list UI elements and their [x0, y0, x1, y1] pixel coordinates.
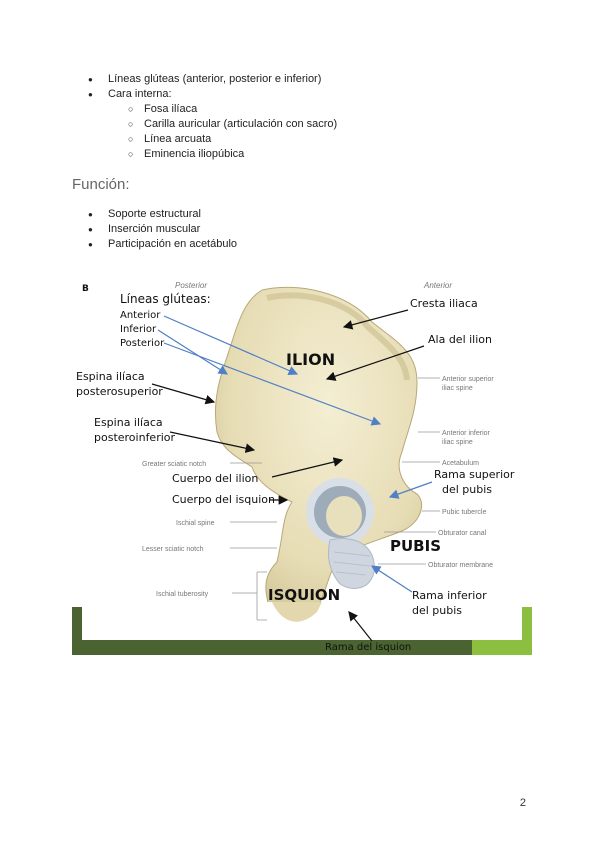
label-anterior: Anterior — [120, 310, 161, 321]
label-rama-inferior-pubis-1: Rama inferior — [412, 589, 487, 602]
label-cuerpo-ilion: Cuerpo del ilion — [172, 472, 258, 485]
acetabular-fossa — [326, 496, 362, 536]
sub-list-item: Línea arcuata — [128, 132, 337, 147]
section-heading: Función: — [72, 176, 130, 193]
sub-list-item: Eminencia iliopúbica — [128, 147, 337, 162]
label-pubic-tubercle: Pubic tubercle — [442, 509, 486, 516]
function-list: Soporte estructural Inserción muscular P… — [88, 207, 237, 252]
label-ischial-spine: Ischial spine — [176, 520, 215, 527]
grey-labels-left: Greater sciatic notch Ischial spine Less… — [142, 461, 277, 621]
label-aiis-2: iliac spine — [442, 439, 473, 446]
label-acetabulum: Acetabulum — [442, 460, 479, 467]
label-rama-superior-pubis-1: Rama superior — [434, 468, 515, 481]
hip-bone-figure: B Posterior Anterior Líneas glúteas: Ant… — [72, 272, 532, 657]
sub-list-item: Fosa ilíaca — [128, 102, 337, 117]
page-number: 2 — [519, 797, 526, 809]
label-cuerpo-isquion: Cuerpo del isquion — [172, 493, 275, 506]
label-rama-isquion: Rama del isquion — [325, 642, 411, 653]
label-ilion: ILION — [286, 350, 335, 369]
label-aiis-1: Anterior inferior — [442, 430, 491, 437]
sub-list-item: Carilla auricular (articulación con sacr… — [128, 117, 337, 132]
panel-letter: B — [82, 284, 89, 294]
label-posterior: Posterior — [120, 338, 165, 349]
label-obturator-canal: Obturator canal — [438, 530, 487, 537]
label-greater-sciatic: Greater sciatic notch — [142, 461, 206, 468]
list-item: Líneas glúteas (anterior, posterior e in… — [88, 72, 337, 87]
label-rama-inferior-pubis-2: del pubis — [412, 604, 462, 617]
list-item: Participación en acetábulo — [88, 237, 237, 252]
label-lesser-sciatic: Lesser sciatic notch — [142, 546, 204, 553]
label-obturator-membrane: Obturator membrane — [428, 562, 493, 569]
label-cresta-iliaca: Cresta iliaca — [410, 297, 478, 310]
list-item-text: Líneas glúteas (anterior, posterior e in… — [108, 73, 322, 85]
list-item: Inserción muscular — [88, 222, 237, 237]
hip-bone-shape — [214, 286, 422, 625]
label-lineas-gluteas: Líneas glúteas: — [120, 292, 211, 306]
grey-labels-right: Anterior superior iliac spine Anterior i… — [378, 376, 494, 569]
list-item-text: Cara interna: — [108, 88, 172, 100]
label-espina-posteroinferior-1: Espina ilíaca — [94, 416, 163, 429]
anterior-orientation-label: Anterior — [423, 281, 452, 290]
label-inferior: Inferior — [120, 324, 157, 335]
label-espina-posteroinferior-2: posteroinferior — [94, 431, 176, 444]
feature-list: Líneas glúteas (anterior, posterior e in… — [88, 72, 337, 162]
label-ischial-tuberosity: Ischial tuberosity — [156, 591, 209, 598]
label-pubis: PUBIS — [390, 537, 441, 555]
list-item: Soporte estructural — [88, 207, 237, 222]
label-isquion: ISQUION — [268, 586, 340, 604]
posterior-orientation-label: Posterior — [175, 281, 207, 290]
hip-bone-illustration: B Posterior Anterior Líneas glúteas: Ant… — [72, 281, 532, 655]
label-ala-del-ilion: Ala del ilion — [428, 333, 492, 346]
sub-list: Fosa ilíaca Carilla auricular (articulac… — [108, 102, 337, 162]
list-item: Cara interna: Fosa ilíaca Carilla auricu… — [88, 87, 337, 162]
label-rama-superior-pubis-2: del pubis — [442, 483, 492, 496]
label-asis-1: Anterior superior — [442, 376, 494, 383]
label-espina-posterosuperior-2: posterosuperior — [76, 385, 163, 398]
label-asis-2: iliac spine — [442, 385, 473, 392]
label-espina-posterosuperior-1: Espina ilíaca — [76, 370, 145, 383]
